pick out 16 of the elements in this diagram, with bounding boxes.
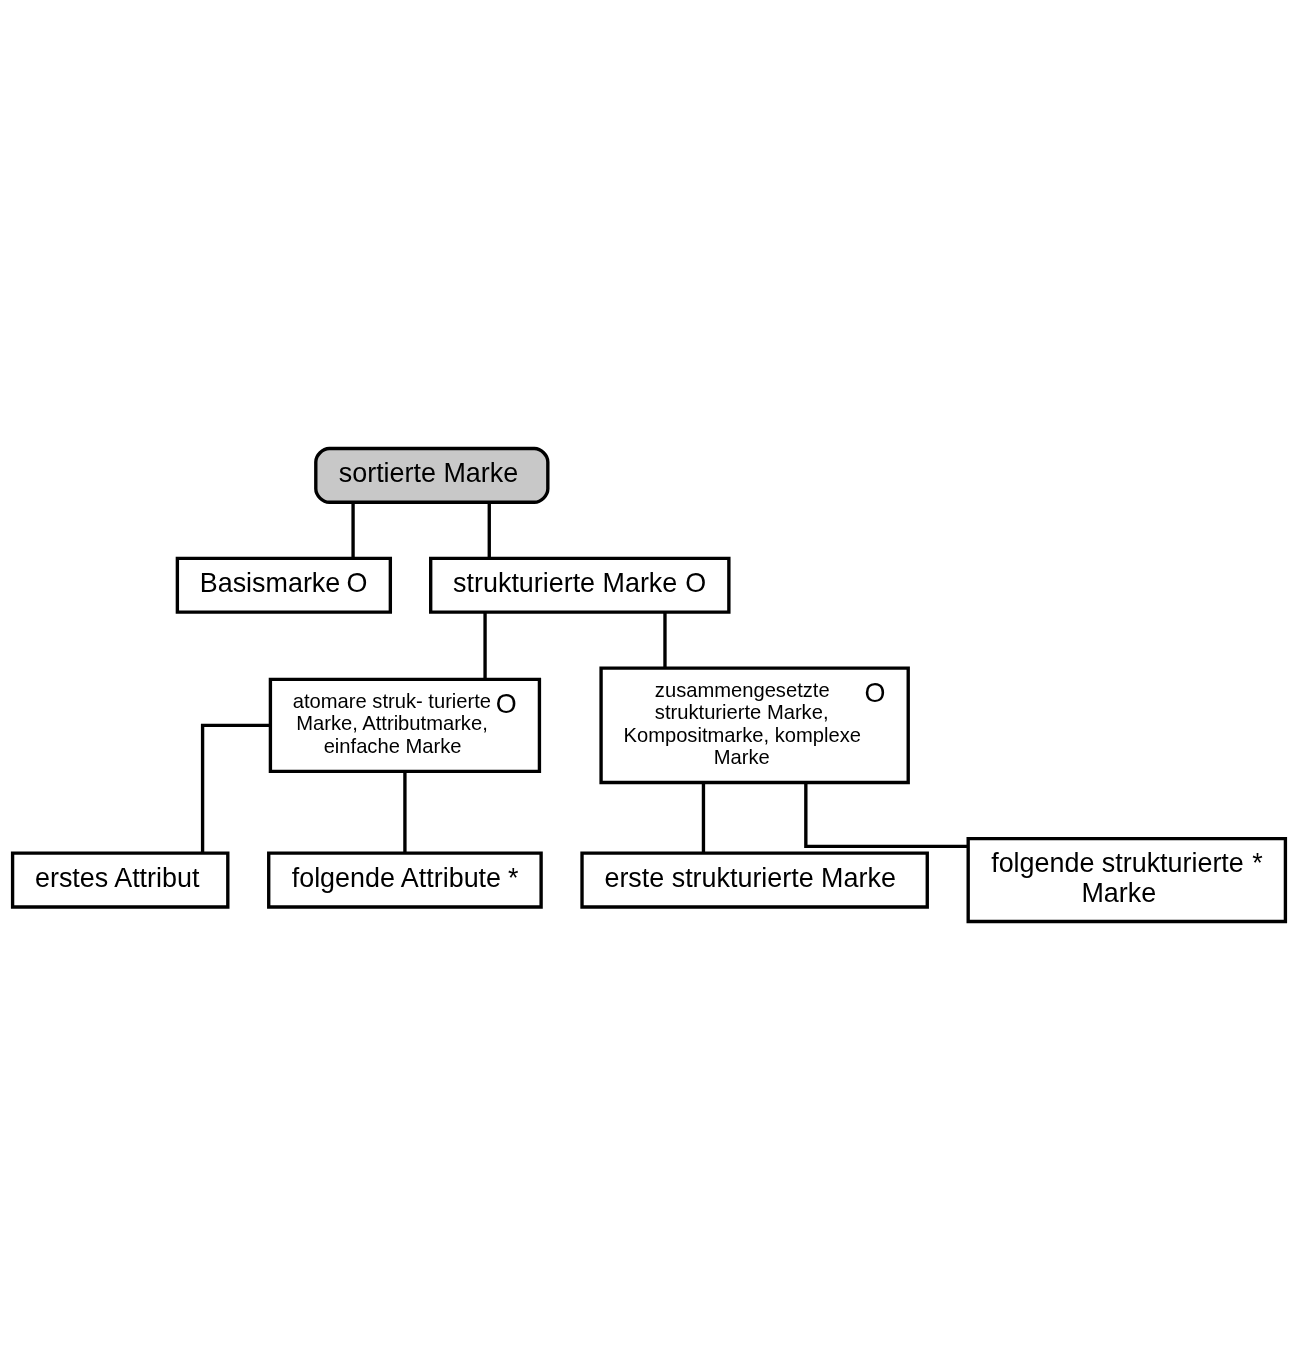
node-box: folgende Attribute *	[267, 850, 543, 909]
connector	[483, 611, 487, 679]
node-box: folgende strukturierte Marke *	[966, 836, 1288, 923]
connector	[403, 770, 407, 853]
node-box: zusammengesetzte strukturierte Marke, Kompositmarke, komplexe Marke O	[599, 666, 910, 784]
connector	[663, 611, 667, 668]
connector	[200, 723, 271, 853]
node-box: strukturierte Marke O	[429, 556, 731, 614]
connector	[804, 782, 968, 848]
node-box: erstes Attribut	[10, 850, 230, 909]
connector	[701, 782, 706, 853]
connector	[351, 502, 355, 558]
node-box: Basismarke O	[175, 556, 393, 614]
node-box: erste strukturierte Marke	[580, 850, 929, 909]
node-box: sortierte Marke	[314, 446, 550, 504]
connector	[487, 502, 491, 558]
